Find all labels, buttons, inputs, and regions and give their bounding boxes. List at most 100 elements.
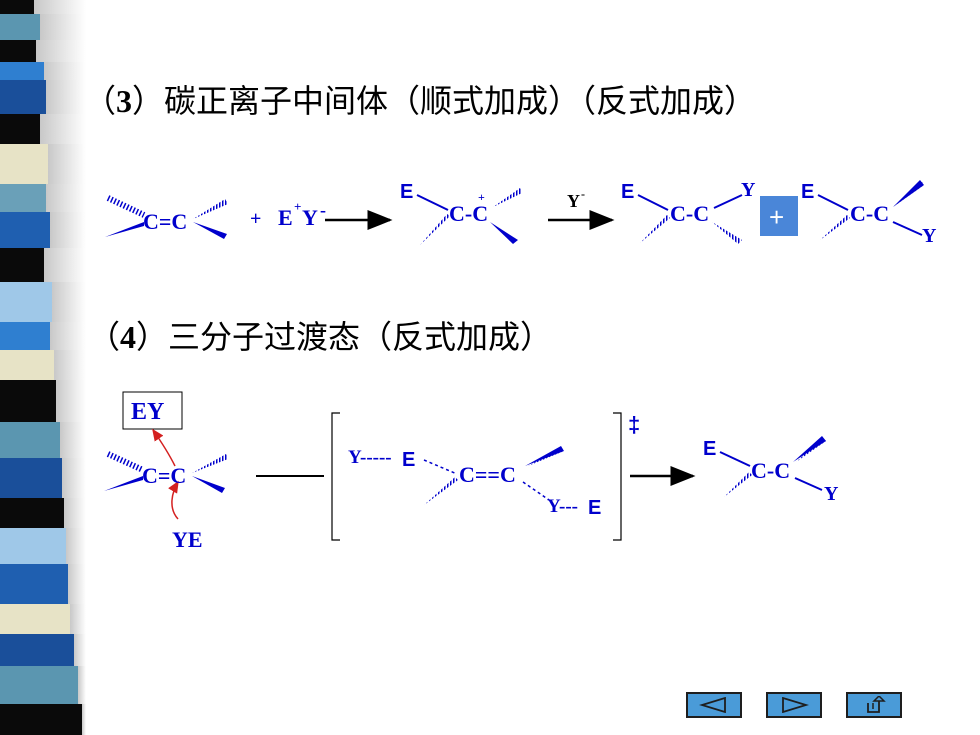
product-b: E C-C Y bbox=[801, 180, 937, 247]
stripe-shade bbox=[82, 704, 86, 735]
plus-box-label: + bbox=[769, 202, 784, 232]
stripe bbox=[0, 604, 70, 634]
left-stripe-bar bbox=[0, 0, 86, 735]
bracket-left bbox=[331, 412, 340, 541]
bracket-right bbox=[613, 412, 622, 541]
alkene-3: C=C bbox=[105, 195, 228, 239]
stripe-shade bbox=[66, 528, 86, 564]
stripe bbox=[0, 40, 36, 62]
stripe bbox=[0, 634, 74, 666]
product-4: E C-C Y bbox=[703, 436, 839, 505]
stripe bbox=[0, 380, 56, 422]
stripe-shade bbox=[50, 212, 86, 248]
svg-text:C-C: C-C bbox=[751, 458, 790, 483]
charge-negative: - bbox=[320, 200, 326, 220]
alkene-3-label: C=C bbox=[143, 209, 187, 234]
stripe bbox=[0, 80, 46, 114]
stripe-shade bbox=[50, 322, 86, 350]
svg-text:C-C: C-C bbox=[449, 201, 488, 226]
reagent-EY: EY bbox=[131, 399, 164, 425]
stripe bbox=[0, 0, 34, 14]
stripe bbox=[0, 458, 62, 498]
next-button[interactable] bbox=[766, 692, 822, 718]
stripe-shade bbox=[74, 634, 86, 666]
svg-text:+: + bbox=[478, 190, 485, 204]
stripe bbox=[0, 666, 78, 704]
svg-text:C-C: C-C bbox=[850, 201, 889, 226]
arrow2-Y: Y bbox=[567, 191, 580, 211]
svg-text:E: E bbox=[703, 438, 716, 460]
stripe-shade bbox=[62, 458, 86, 498]
stripe-shade bbox=[70, 604, 86, 634]
stripe-shade bbox=[46, 184, 86, 212]
svg-text:Y: Y bbox=[547, 496, 561, 517]
stripe-shade bbox=[44, 62, 86, 80]
svg-text:C=C: C=C bbox=[142, 463, 186, 488]
stripe-shade bbox=[40, 14, 86, 40]
svg-text:Y: Y bbox=[741, 179, 756, 201]
stripe bbox=[0, 14, 40, 40]
stripe-shade bbox=[56, 380, 86, 422]
stripe bbox=[0, 422, 60, 458]
plus-box bbox=[760, 196, 798, 236]
stripe-shade bbox=[78, 666, 86, 704]
carbocation: E C-C + bbox=[400, 181, 522, 245]
product-a: E C-C Y bbox=[621, 179, 756, 244]
svg-text:E: E bbox=[402, 449, 415, 471]
return-arrow-icon bbox=[867, 696, 886, 713]
svg-text:E: E bbox=[801, 181, 814, 203]
stripe bbox=[0, 350, 54, 380]
stripe-shade bbox=[68, 564, 86, 604]
stripe bbox=[0, 212, 50, 248]
transition-state: Y ----- E C==C Y --- E bbox=[348, 446, 601, 519]
charge-positive: + bbox=[294, 199, 301, 214]
return-button[interactable] bbox=[846, 692, 902, 718]
stripe bbox=[0, 184, 46, 212]
red-arrow-top bbox=[152, 428, 176, 467]
alkene-4: C=C bbox=[104, 451, 228, 493]
stripe-shade bbox=[46, 80, 86, 114]
stripe bbox=[0, 144, 48, 184]
heading-3: （3）碳正离子中间体（顺式加成）（反式加成） bbox=[84, 82, 757, 120]
heading-4: （4）三分子过渡态（反式加成） bbox=[88, 318, 553, 356]
stripe-shade bbox=[54, 350, 86, 380]
left-triangle-icon bbox=[699, 697, 726, 713]
stripe bbox=[0, 528, 66, 564]
stripe-shade bbox=[64, 498, 86, 528]
svg-text:C==C: C==C bbox=[459, 462, 516, 487]
red-arrow-bottom bbox=[168, 480, 179, 520]
svg-text:-----: ----- bbox=[360, 447, 392, 468]
stripe bbox=[0, 62, 44, 80]
stripe bbox=[0, 322, 50, 350]
stripe bbox=[0, 114, 40, 144]
arrow2-charge: - bbox=[581, 187, 585, 201]
plus-sign: + bbox=[250, 208, 261, 230]
electrophile-E: E bbox=[278, 205, 293, 230]
stripe-shade bbox=[44, 248, 86, 282]
svg-text:C-C: C-C bbox=[670, 201, 709, 226]
stripe bbox=[0, 564, 68, 604]
stripe bbox=[0, 248, 44, 282]
svg-text:---: --- bbox=[559, 496, 578, 517]
svg-text:Y: Y bbox=[824, 483, 839, 505]
stripe bbox=[0, 498, 64, 528]
svg-text:Y: Y bbox=[922, 225, 937, 247]
svg-text:Y: Y bbox=[348, 447, 362, 468]
stripe bbox=[0, 282, 52, 322]
stripe-shade bbox=[48, 144, 86, 184]
stripe-shade bbox=[34, 0, 86, 14]
nucleophile-Y: Y bbox=[302, 205, 318, 230]
stripe-shade bbox=[60, 422, 86, 458]
prev-button[interactable] bbox=[686, 692, 742, 718]
stripe-shade bbox=[52, 282, 86, 322]
svg-text:E: E bbox=[400, 181, 413, 203]
stripe bbox=[0, 704, 82, 735]
svg-text:E: E bbox=[588, 497, 601, 519]
reagent-YE: YE bbox=[172, 527, 203, 552]
stripe-shade bbox=[36, 40, 86, 62]
svg-text:E: E bbox=[621, 181, 634, 203]
double-dagger: ‡ bbox=[628, 412, 640, 437]
right-triangle-icon bbox=[782, 697, 809, 713]
stripe-shade bbox=[40, 114, 86, 144]
